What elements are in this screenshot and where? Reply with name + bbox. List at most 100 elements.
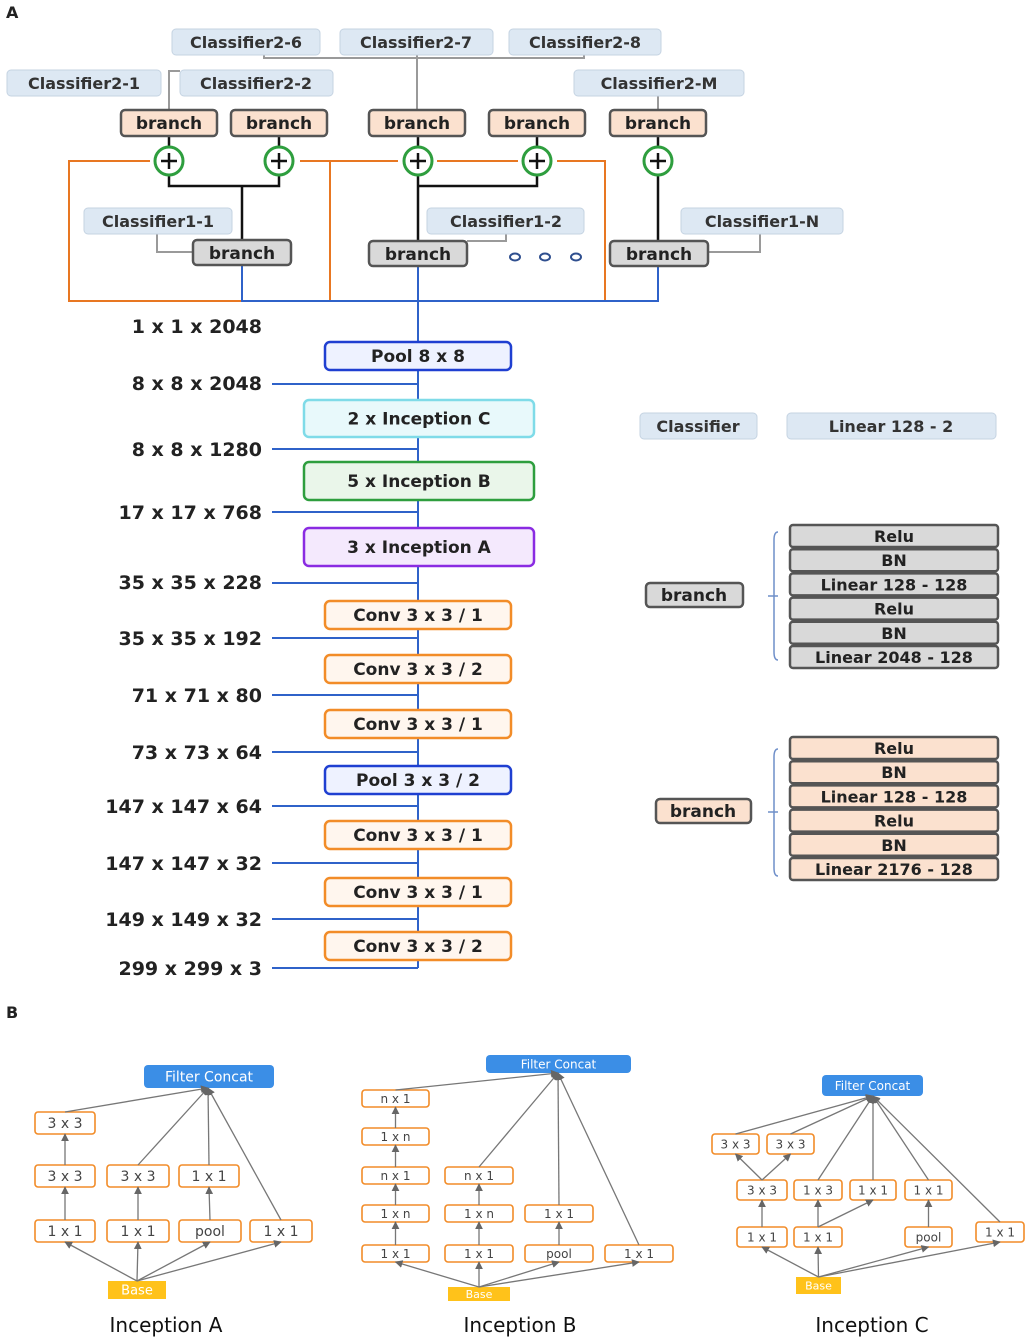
panel-b: Filter Concat 3 x 3 3 x 3 3 x 3 1 x 1 1 x 1 1 …	[34, 1055, 1025, 1337]
inception-cell: 3 x 3	[106, 1164, 170, 1188]
classifier-row-top: Classifier2-6 Classifier2-7 Classifier2-…	[171, 28, 662, 56]
plus-signs	[161, 153, 666, 169]
layer-box: 2 x Inception C	[302, 398, 536, 439]
inception-cell-label: n x 1	[381, 1169, 411, 1183]
branch-box: branch	[625, 114, 691, 134]
dimension-label: 149 x 149 x 32	[105, 909, 262, 931]
dimension-label: 73 x 73 x 64	[132, 742, 262, 764]
stack-label: BN	[881, 551, 907, 570]
layer-label: Pool 3 x 3 / 2	[356, 771, 480, 791]
inception-cell: n x 1	[361, 1166, 430, 1185]
inception-cell: 1 x n	[361, 1204, 430, 1223]
layer-label: Conv 3 x 3 / 2	[353, 937, 483, 957]
stack-label: BN	[881, 836, 907, 855]
inception-cell-label: 1 x 1	[264, 1224, 299, 1240]
inception-cell-label: 1 x 1	[747, 1230, 777, 1244]
inception-cell: 1 x 1	[444, 1244, 514, 1263]
dimension-label: 147 x 147 x 32	[105, 853, 262, 875]
stack-label: Relu	[874, 600, 914, 619]
layer-box: Conv 3 x 3 / 1	[323, 708, 513, 740]
inception-cell-label: 3 x 3	[721, 1137, 751, 1151]
stack-row: Relu	[788, 596, 1000, 621]
inception-cell-label: 1 x n	[464, 1207, 494, 1221]
branch-row-peach: branch branch branch branch branch	[119, 108, 708, 138]
layer-label: 5 x Inception B	[347, 472, 490, 492]
branch-box: branch	[626, 245, 692, 265]
inception-cell-label: 1 x 1	[121, 1224, 156, 1240]
inception-cell: pool	[904, 1226, 953, 1248]
stack-row: Linear 2176 - 128	[788, 856, 1000, 882]
layer-label: Conv 3 x 3 / 1	[353, 715, 483, 735]
stack-label: Relu	[874, 812, 914, 831]
layer-label: Conv 3 x 3 / 2	[353, 660, 483, 680]
base-label: Base	[466, 1288, 493, 1301]
filter-concat-label: Filter Concat	[835, 1079, 911, 1093]
inception-cell: n x 1	[444, 1166, 514, 1185]
inception-cell-label: n x 1	[464, 1169, 494, 1183]
panel-b-label: B	[6, 1003, 18, 1022]
classifier-connectors	[156, 54, 761, 253]
stack-row: Relu	[788, 735, 1000, 761]
dimension-label: 299 x 299 x 3	[118, 958, 262, 980]
inception-cell: 1 x 1	[793, 1226, 843, 1248]
layer-box: Pool 8 x 8	[323, 340, 513, 372]
inception-cell: 3 x 3	[34, 1164, 96, 1188]
inception-caption: Inception B	[464, 1313, 577, 1337]
inception-cell-label: 1 x 1	[803, 1230, 833, 1244]
stack-label: Linear 2048 - 128	[815, 648, 973, 667]
ellipsis-dots	[509, 252, 582, 262]
stack-row: Linear 2048 - 128	[788, 644, 1000, 670]
inception-cell-label: 1 x 1	[48, 1224, 83, 1240]
dimension-label: 17 x 17 x 768	[118, 502, 262, 524]
stack-label: BN	[881, 624, 907, 643]
inception-cell: 1 x 1	[106, 1219, 170, 1243]
layer-label: Conv 3 x 3 / 1	[353, 826, 483, 846]
layer-label: Conv 3 x 3 / 1	[353, 883, 483, 903]
stack-label: Linear 128 - 128	[821, 575, 968, 594]
inception-cell-label: 1 x 1	[381, 1247, 411, 1261]
classifier-box: Classifier2-6	[190, 33, 302, 52]
layer-box: 5 x Inception B	[302, 460, 536, 502]
layer-box: Conv 3 x 3 / 1	[323, 876, 513, 908]
inception-cell-label: 1 x 1	[624, 1247, 654, 1261]
filter-concat: Filter Concat	[486, 1055, 631, 1073]
branch-box: branch	[385, 245, 451, 265]
stack-label: Relu	[874, 739, 914, 758]
inception-cell: n x 1	[361, 1089, 430, 1108]
classifier-row-mid: Classifier2-1 Classifier2-2 Classifier2-…	[6, 69, 745, 97]
inception-cell-label: 3 x 3	[121, 1169, 156, 1185]
classifier-row-low: Classifier1-1 Classifier1-2 Classifier1-…	[83, 207, 844, 235]
inception-cell: 1 x 1	[849, 1179, 897, 1201]
base-box: Base	[796, 1277, 841, 1294]
layer-label: Conv 3 x 3 / 1	[353, 606, 483, 626]
legend: Classifier Linear 128 - 2 branch ReluBNL…	[639, 412, 1000, 882]
stack-label: Linear 128 - 128	[821, 787, 968, 806]
stack-row: BN	[788, 620, 1000, 646]
dimension-label: 147 x 147 x 64	[105, 796, 262, 818]
legend-classifier: Classifier	[656, 417, 739, 436]
layer-label: Pool 8 x 8	[371, 347, 465, 367]
inception-cell-label: n x 1	[381, 1092, 411, 1106]
classifier-box: Classifier2-8	[529, 33, 641, 52]
inception-cell-label: 1 x n	[381, 1207, 411, 1221]
legend-classifier-def: Linear 128 - 2	[829, 417, 954, 436]
layer-box: Conv 3 x 3 / 2	[323, 930, 513, 962]
layer-stack: Pool 8 x 8 2 x Inception C 5 x Inception B…	[302, 340, 536, 962]
classifier-box: Classifier2-7	[360, 33, 472, 52]
inception-cell-label: 1 x 1	[914, 1183, 944, 1197]
classifier-box: Classifier2-M	[601, 74, 718, 93]
inception-cell-label: 1 x n	[381, 1130, 411, 1144]
dimension-label: 71 x 71 x 80	[132, 685, 262, 707]
dimension-label: 8 x 8 x 2048	[132, 373, 262, 395]
inception-cell: 3 x 3	[736, 1179, 788, 1201]
inception-cell: 3 x 3	[711, 1133, 760, 1155]
branch-box: branch	[246, 114, 312, 134]
inception-cell-label: 1 x 1	[858, 1183, 888, 1197]
orange-frames	[68, 160, 606, 302]
inception-cell: 1 x 1	[361, 1244, 430, 1263]
inception-cell: 1 x 1	[524, 1204, 594, 1223]
stack-row: Linear 128 - 128	[788, 572, 1000, 597]
branch-row-gray: branch branch branch	[191, 238, 710, 268]
branch-box: branch	[504, 114, 570, 134]
